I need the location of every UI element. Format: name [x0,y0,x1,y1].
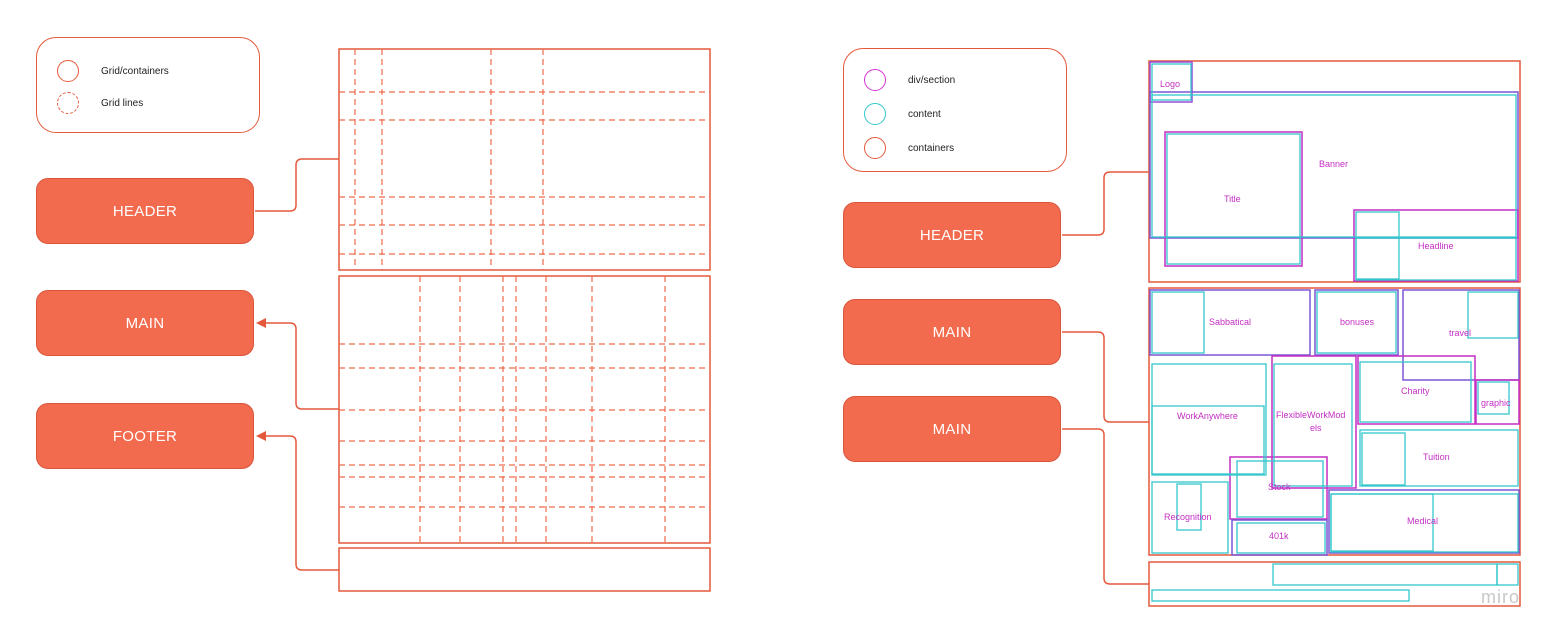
logo-section [1149,61,1193,103]
sabbatical-section [1149,289,1311,356]
flexible-section [1271,355,1357,489]
travel-section [1402,289,1520,381]
travel-label: travel [1449,328,1472,338]
tuition-label: Tuition [1423,452,1450,462]
main-pill-left[interactable]: MAIN [36,290,254,356]
charity-section [1357,355,1476,425]
cyan-circle-icon [864,103,886,125]
connector-main-right-2 [1062,428,1149,585]
recognition-label: Recognition [1164,512,1212,522]
legend-item-grid-containers: Grid/containers [57,58,169,84]
orange-circle-icon [864,137,886,159]
workanywhere-label: WorkAnywhere [1177,411,1238,421]
connector-main-right-1 [1062,331,1149,423]
footer-pill-left[interactable]: FOOTER [36,403,254,469]
legend-item-containers: containers [864,135,954,161]
legend-right: div/section content containers [843,48,1067,172]
headline-section [1353,209,1519,282]
legend-item-grid-lines: Grid lines [57,90,143,116]
k401-section [1231,519,1328,556]
left-main-grid-lines [339,276,710,543]
miro-watermark: miro [1481,587,1520,607]
title-label: Title [1224,194,1241,204]
magenta-circle-icon [864,69,886,91]
right-section-boxes [1149,61,1520,556]
connector-header-right [1062,171,1149,236]
header-pill-right[interactable]: HEADER [843,202,1061,268]
k401-label: 401k [1269,531,1289,541]
stock-section [1229,456,1328,520]
right-header-container [1148,60,1521,283]
title-section [1164,131,1303,267]
sabbatical-label: Sabbatical [1209,317,1252,327]
logo-label: Logo [1160,79,1181,89]
solid-orange-circle-icon [57,60,79,82]
left-footer-container [338,547,711,592]
charity-label: Charity [1401,386,1430,396]
header-pill-left[interactable]: HEADER [36,178,254,244]
bonuses-label: bonuses [1340,317,1375,327]
main-pill-right-2[interactable]: MAIN [843,396,1061,462]
left-header-grid-lines [339,49,710,270]
dashed-orange-circle-icon [57,92,79,114]
connector-footer-left [256,431,339,571]
main-pill-right-1[interactable]: MAIN [843,299,1061,365]
stock-label: Stock [1268,482,1291,492]
bonuses-section [1314,289,1399,356]
legend-left: Grid/containers Grid lines [36,37,260,133]
legend-label: Grid/containers [101,65,169,77]
medical-section [1328,489,1520,554]
right-content-boxes [1151,63,1519,602]
legend-label: containers [908,142,955,154]
legend-label: div/section [908,74,956,86]
flexible-label-line1: FlexibleWorkMod [1276,410,1346,420]
legend-label: content [908,108,941,120]
graphic-section [1475,379,1520,425]
banner-label: Banner [1319,159,1349,169]
medical-label: Medical [1407,516,1439,526]
graphic-label: graphic [1481,398,1511,408]
legend-item-content: content [864,101,941,127]
connector-header-left [255,158,339,212]
left-header-container [338,48,711,271]
connector-main-left [256,318,339,410]
banner-section [1149,91,1519,239]
flexible-label-line2: els [1310,423,1322,433]
headline-label: Headline [1418,241,1454,251]
legend-item-div-section: div/section [864,67,955,93]
right-footer-container [1148,561,1521,607]
legend-label: Grid lines [101,97,144,109]
